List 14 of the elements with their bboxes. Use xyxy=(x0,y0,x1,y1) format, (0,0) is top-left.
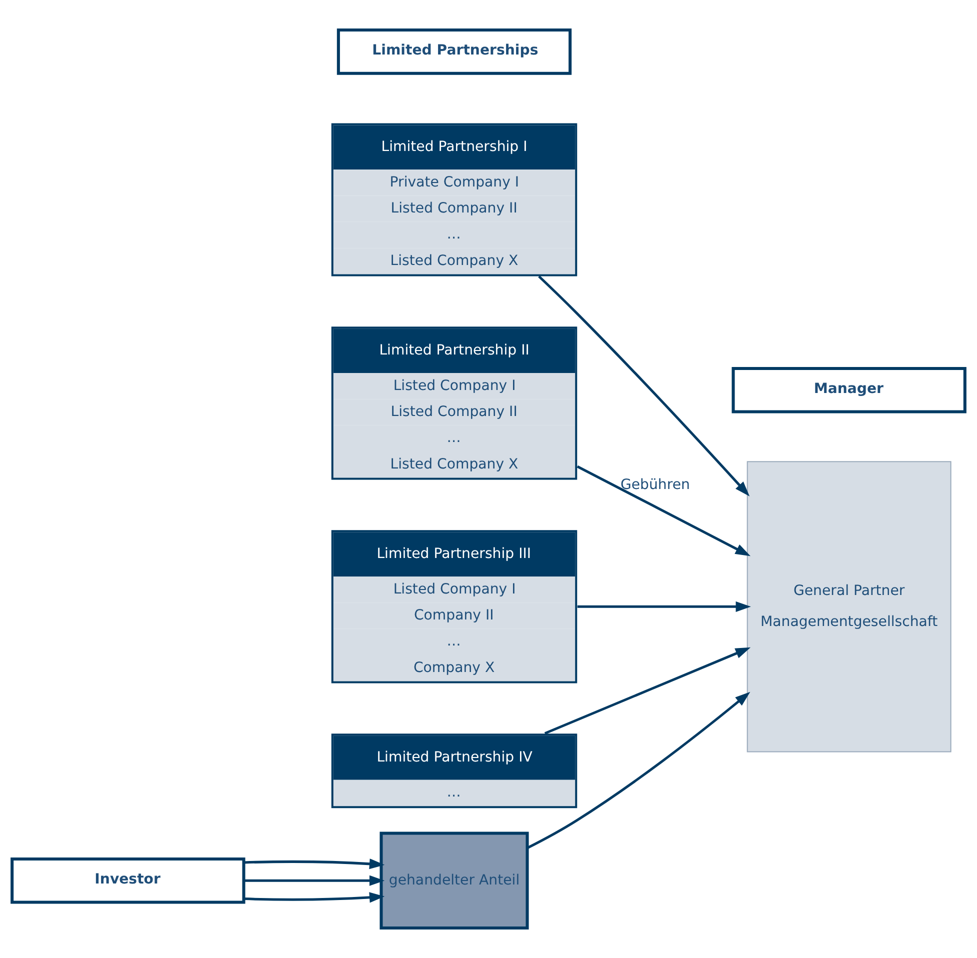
node-box: gehandelter Anteil xyxy=(380,832,529,930)
arrow xyxy=(576,465,750,556)
arrow xyxy=(244,858,385,870)
node-box: Investor xyxy=(10,857,246,904)
arrow xyxy=(538,275,750,496)
arrow xyxy=(526,692,750,849)
arrow xyxy=(244,875,385,886)
arrow xyxy=(244,892,385,903)
arrow xyxy=(544,647,751,735)
arrow xyxy=(577,601,751,612)
node-box: Manager xyxy=(732,366,966,414)
node-box: General Partner Managementgesellschaft xyxy=(746,461,952,752)
node-box: Limited Partnerships xyxy=(336,28,572,75)
edge-label: Gebühren xyxy=(620,477,690,494)
